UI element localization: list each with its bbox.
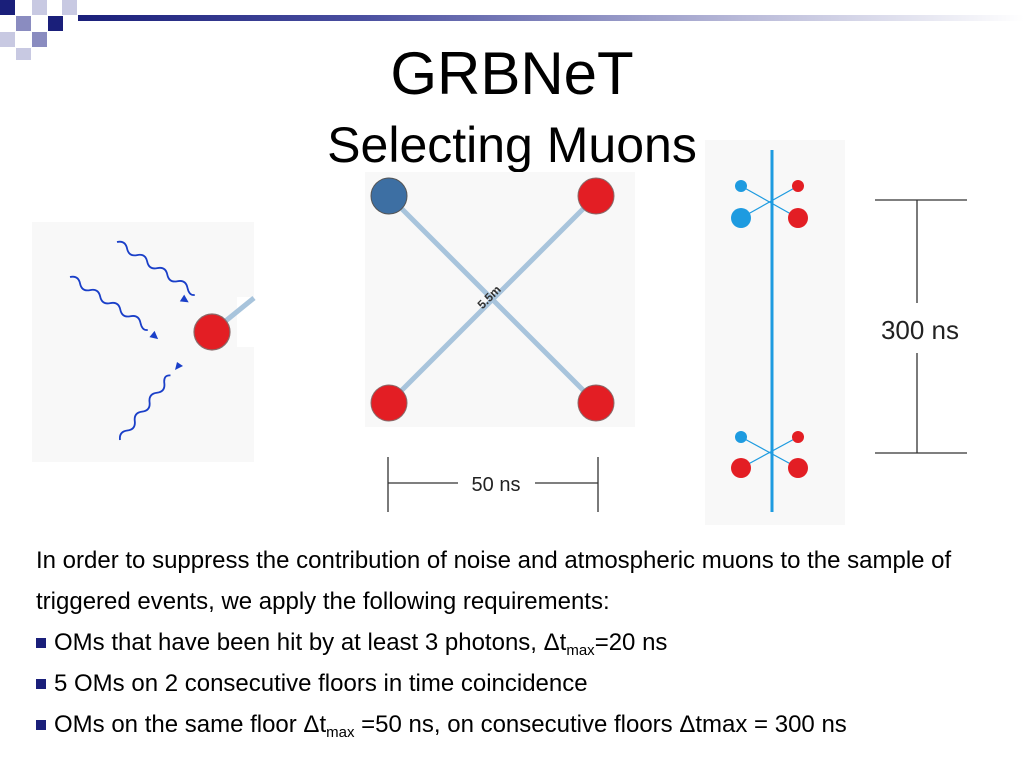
deco-square <box>48 16 63 31</box>
bullet-text: OMs on the same floor Δtmax =50 ns, on c… <box>54 704 847 745</box>
floors-diagram <box>705 140 845 525</box>
bullet-square-icon <box>36 638 46 648</box>
subscript: max <box>566 642 595 659</box>
photon-wave <box>69 275 148 331</box>
bullet-item: OMs on the same floor Δtmax =50 ns, on c… <box>36 704 1011 745</box>
optical-module <box>788 208 808 228</box>
deco-square <box>62 0 77 15</box>
bullet-square-icon <box>36 679 46 689</box>
storey-arm <box>740 436 799 469</box>
photon-hit-diagram <box>32 222 262 462</box>
subscript: max <box>326 724 355 741</box>
intro-paragraph: In order to suppress the contribution of… <box>36 547 952 615</box>
photon-arrowhead <box>175 362 183 370</box>
figure-background <box>705 140 845 525</box>
optical-module <box>735 431 747 443</box>
time-label-50ns: 50 ns <box>472 474 521 496</box>
bullet-text: 5 OMs on 2 consecutive floors in time co… <box>54 670 588 697</box>
storey-diagram: 5.5m 50 ns <box>365 172 635 512</box>
photon-arrowhead <box>179 294 189 303</box>
optical-module <box>792 180 804 192</box>
optical-module <box>577 384 615 422</box>
slide-body: In order to suppress the contribution of… <box>36 540 1011 745</box>
bullet-text-part: OMs that have been hit by at least 3 pho… <box>54 629 567 656</box>
optical-module <box>370 177 408 215</box>
slide-subtitle: Selecting Muons <box>327 117 697 173</box>
slide-title: GRBNeT <box>390 40 634 107</box>
optical-module <box>731 458 751 478</box>
storey-arm <box>387 194 598 405</box>
time-label-300ns: 300 ns <box>881 315 959 345</box>
deco-square <box>32 32 47 47</box>
bullet-square-icon <box>36 720 46 730</box>
storey-arm <box>740 185 799 219</box>
bullet-item: 5 OMs on 2 consecutive floors in time co… <box>36 663 1011 704</box>
optical-module <box>370 384 408 422</box>
bullet-text-part: =20 ns <box>594 629 668 656</box>
photon-wave <box>116 240 195 296</box>
header-bar <box>78 15 1024 21</box>
optical-module <box>735 180 747 192</box>
optical-module <box>577 177 615 215</box>
bullet-text-part: OMs on the same floor Δt <box>54 711 327 738</box>
bullet-text-part: =50 ns, on consecutive floors Δtmax = 30… <box>354 711 847 738</box>
corner-decoration <box>0 0 77 60</box>
optical-module <box>193 313 231 351</box>
deco-square <box>0 0 15 15</box>
optical-module <box>731 208 751 228</box>
bullet-item: OMs that have been hit by at least 3 pho… <box>36 622 1011 663</box>
deco-square <box>32 0 47 15</box>
photon-arrowhead <box>149 330 159 340</box>
deco-square <box>16 16 31 31</box>
deco-square <box>16 48 31 60</box>
deco-square <box>0 32 15 47</box>
optical-module <box>788 458 808 478</box>
bullet-text: OMs that have been hit by at least 3 pho… <box>54 622 667 663</box>
time-bracket-300ns: 300 ns <box>875 199 967 454</box>
photon-wave <box>118 374 171 441</box>
optical-module <box>792 431 804 443</box>
